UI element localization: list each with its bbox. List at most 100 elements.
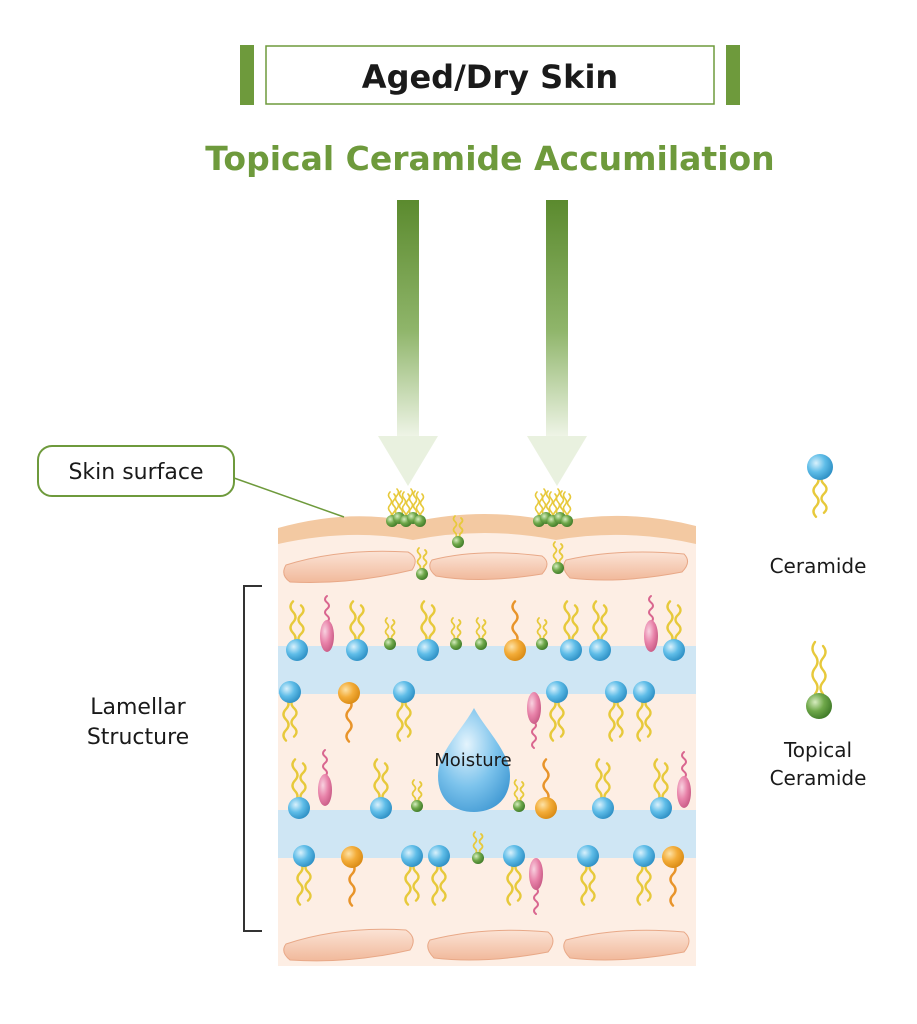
molecule-tail: [669, 862, 677, 907]
molecule-tail: [291, 758, 299, 803]
molecule-tail: [458, 517, 464, 539]
legend-ceramide-label: Ceramide: [770, 554, 867, 578]
molecule-tail: [644, 861, 652, 902]
ceramide-molecule: [662, 846, 684, 907]
ceramide-molecule: [286, 600, 308, 661]
molecule-head: [605, 681, 627, 703]
molecule-tail: [506, 861, 514, 906]
molecule-head: [663, 639, 685, 661]
ceramide-molecule: [279, 681, 301, 742]
molecule-tail: [296, 861, 304, 906]
ceramide-molecule: [504, 600, 526, 661]
cholesterol-molecule: [529, 858, 543, 915]
molecule-tail: [644, 697, 652, 738]
molecule-tail: [563, 600, 571, 645]
molecule-head: [279, 681, 301, 703]
molecule-head: [546, 681, 568, 703]
molecule-tail: [511, 600, 519, 645]
molecule-head: [552, 562, 564, 574]
molecule-tail: [542, 758, 550, 803]
topical-ceramide-molecule: [411, 779, 423, 812]
molecule-tail: [390, 619, 396, 641]
molecule-tail: [571, 604, 579, 645]
cholesterol-molecule: [318, 749, 332, 806]
skin-surface-label: Skin surface: [68, 460, 203, 485]
molecule-tail: [439, 861, 447, 902]
cholesterol-molecule: [644, 595, 658, 652]
ceramide-molecule: [577, 845, 599, 906]
molecule-tail: [431, 861, 439, 906]
molecule-head: [472, 852, 484, 864]
ceramide-molecule: [393, 681, 415, 742]
topical-ceramide-molecule: [552, 541, 564, 574]
molecule-head: [475, 638, 487, 650]
ceramide-molecule: [401, 845, 423, 906]
ceramide-molecule: [293, 845, 315, 906]
molecule-head: [401, 845, 423, 867]
molecule-tail: [545, 490, 551, 516]
molecule-tail: [412, 861, 420, 902]
molecule-tail: [608, 697, 616, 742]
molecule-tail: [548, 491, 554, 519]
molecule-tail: [297, 604, 305, 645]
molecule-tail: [419, 493, 425, 519]
topical-ceramide-molecule: [472, 831, 484, 864]
molecule-head: [341, 846, 363, 868]
arrow-right: [527, 200, 587, 486]
legend-topical-line1: Topical: [783, 738, 852, 762]
molecule-head: [504, 639, 526, 661]
molecule-tail: [819, 644, 827, 696]
topical-ceramide-molecule: [513, 779, 525, 812]
molecule-tail: [452, 515, 458, 539]
molecule-head: [503, 845, 525, 867]
molecule-tail: [531, 721, 537, 749]
skin-surface-callout: [37, 445, 235, 497]
molecule-tail: [357, 604, 365, 645]
molecule-tail: [304, 861, 312, 902]
molecule-head: [428, 845, 450, 867]
molecule-head: [414, 515, 426, 527]
molecule-tail: [555, 488, 561, 516]
molecule-head: [338, 682, 360, 704]
molecule-tail: [417, 781, 423, 803]
molecule-tail: [416, 547, 422, 571]
molecule-tail: [603, 762, 611, 803]
ceramide-molecule: [807, 454, 833, 518]
molecule-head: [411, 800, 423, 812]
header-left-bar: [240, 45, 254, 105]
ceramide-molecule: [605, 681, 627, 742]
ceramide-molecule: [592, 758, 614, 819]
molecule-tail: [387, 491, 393, 519]
molecule-tail: [674, 604, 682, 645]
molecule-tail: [566, 493, 572, 519]
molecule-tail: [290, 697, 298, 738]
molecule-tail: [549, 697, 557, 742]
surface-topical-ceramide: [414, 491, 426, 527]
molecule-head: [577, 845, 599, 867]
skin-surface-pointer: [233, 477, 345, 518]
molecule-tail: [811, 640, 819, 696]
topical-ceramide-molecule: [475, 617, 487, 650]
ceramide-molecule: [428, 845, 450, 906]
header-right-bar: [726, 45, 740, 105]
molecule-tail: [324, 595, 330, 623]
molecule-head: [370, 797, 392, 819]
molecule-tail: [558, 543, 564, 565]
molecule-head: [527, 692, 541, 724]
molecule-tail: [384, 617, 390, 641]
molecule-head: [806, 693, 832, 719]
arrow-left: [378, 200, 438, 486]
molecule-tail: [536, 617, 542, 641]
molecule-tail: [404, 697, 412, 738]
molecule-tail: [289, 600, 297, 645]
molecule-tail: [519, 781, 525, 803]
molecule-head: [346, 639, 368, 661]
molecule-tail: [373, 758, 381, 803]
topical-ceramide-molecule: [450, 617, 462, 650]
molecule-head: [662, 846, 684, 868]
molecule-head: [452, 536, 464, 548]
molecule-tail: [478, 833, 484, 855]
cholesterol-molecule: [677, 751, 691, 808]
moisture-label: Moisture: [434, 750, 511, 771]
molecule-tail: [592, 600, 600, 645]
